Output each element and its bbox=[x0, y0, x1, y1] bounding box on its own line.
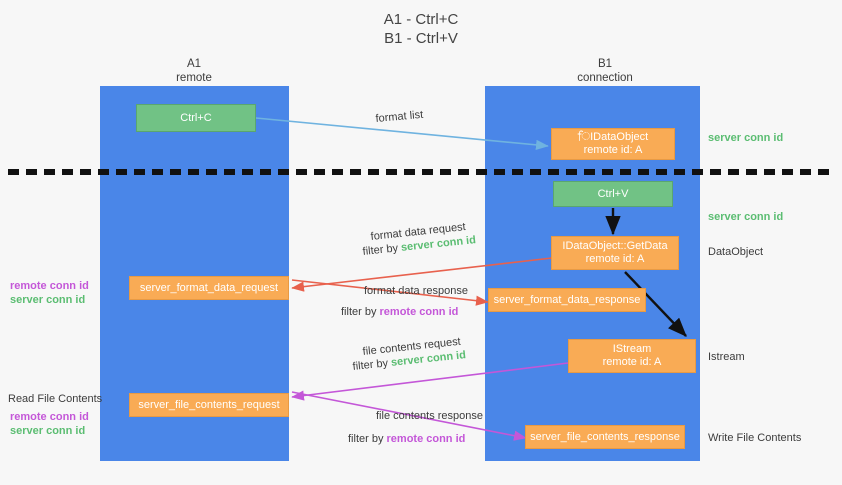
box-ctrl-c[interactable]: Ctrl+C bbox=[136, 104, 256, 132]
box-istream-line2: remote id: A bbox=[603, 356, 662, 369]
right-label-server-conn-id-mid: server conn id bbox=[708, 210, 783, 224]
column-b1-sub: connection bbox=[515, 72, 695, 86]
page-title: A1 - Ctrl+C B1 - Ctrl+V bbox=[0, 10, 842, 48]
right-label-write-file-contents-text: Write File Contents bbox=[708, 432, 801, 444]
right-label-server-conn-id-mid-text: server conn id bbox=[708, 211, 783, 223]
left-label-read-file-contents-text: Read File Contents bbox=[8, 392, 102, 406]
column-a1-name: A1 bbox=[104, 58, 284, 72]
filter-key-remote-conn-id: remote conn id bbox=[380, 306, 459, 318]
column-a1-sub: remote bbox=[104, 72, 284, 86]
box-server-file-contents-request[interactable]: server_file_contents_request bbox=[129, 393, 289, 417]
label-format-list: format list bbox=[375, 108, 424, 126]
box-server-file-contents-request-label: server_file_contents_request bbox=[138, 399, 279, 412]
box-ctrl-v[interactable]: Ctrl+V bbox=[553, 181, 673, 207]
box-istream-line1: IStream bbox=[613, 343, 652, 356]
right-label-istream-text: Istream bbox=[708, 351, 745, 363]
box-ole-idataobject[interactable]: ૖ਿ੼IDataObject remote id: A bbox=[551, 128, 675, 160]
filter-prefix: filter by bbox=[348, 433, 387, 445]
box-ctrl-v-label: Ctrl+V bbox=[598, 188, 629, 201]
right-label-istream: Istream bbox=[708, 350, 745, 364]
filter-prefix: filter by bbox=[352, 357, 392, 373]
box-server-file-contents-response[interactable]: server_file_contents_response bbox=[525, 425, 685, 449]
box-getdata-line1: IDataObject::GetData bbox=[562, 240, 667, 253]
box-server-format-data-response-label: server_format_data_response bbox=[494, 294, 641, 307]
column-header-a1: A1 remote bbox=[104, 58, 284, 85]
column-b1-name: B1 bbox=[515, 58, 695, 72]
box-server-format-data-request-label: server_format_data_request bbox=[140, 282, 278, 295]
box-getdata-line2: remote id: A bbox=[586, 253, 645, 266]
box-server-file-contents-response-label: server_file_contents_response bbox=[530, 431, 680, 444]
filter-prefix: filter by bbox=[362, 242, 402, 258]
box-istream[interactable]: IStream remote id: A bbox=[568, 339, 696, 373]
left-label-conn-ids-1: remote conn id server conn id bbox=[10, 279, 89, 307]
box-ole-idataobject-line2: remote id: A bbox=[584, 144, 643, 157]
box-ctrl-c-label: Ctrl+C bbox=[180, 112, 211, 125]
right-label-server-conn-id-top: server conn id bbox=[708, 131, 783, 145]
label-format-data-response-filter: filter by remote conn id bbox=[341, 305, 458, 319]
label-file-contents-response: file contents response bbox=[376, 409, 483, 423]
right-label-dataobject-text: DataObject bbox=[708, 246, 763, 258]
filter-key-remote-conn-id: remote conn id bbox=[387, 433, 466, 445]
box-idataobject-getdata[interactable]: IDataObject::GetData remote id: A bbox=[551, 236, 679, 270]
filter-prefix: filter by bbox=[341, 306, 380, 318]
label-file-contents-response-filter: filter by remote conn id bbox=[348, 432, 465, 446]
title-line-2: B1 - Ctrl+V bbox=[0, 29, 842, 48]
box-server-format-data-request[interactable]: server_format_data_request bbox=[129, 276, 289, 300]
column-header-b1: B1 connection bbox=[515, 58, 695, 85]
left-label-conn-ids-2: remote conn id server conn id bbox=[10, 410, 89, 438]
left-label-server-conn-id-2: server conn id bbox=[10, 424, 89, 438]
box-ole-idataobject-line1: ૖ਿ੼IDataObject bbox=[578, 131, 648, 144]
left-label-read-file-contents: Read File Contents bbox=[8, 392, 102, 406]
left-label-remote-conn-id-1: remote conn id bbox=[10, 279, 89, 293]
label-format-data-response: format data response bbox=[364, 284, 468, 298]
title-line-1: A1 - Ctrl+C bbox=[0, 10, 842, 29]
right-label-write-file-contents: Write File Contents bbox=[708, 431, 801, 445]
box-server-format-data-response[interactable]: server_format_data_response bbox=[488, 288, 646, 312]
right-label-dataobject: DataObject bbox=[708, 245, 763, 259]
left-label-remote-conn-id-2: remote conn id bbox=[10, 410, 89, 424]
right-label-server-conn-id-top-text: server conn id bbox=[708, 132, 783, 144]
left-label-server-conn-id-1: server conn id bbox=[10, 293, 89, 307]
